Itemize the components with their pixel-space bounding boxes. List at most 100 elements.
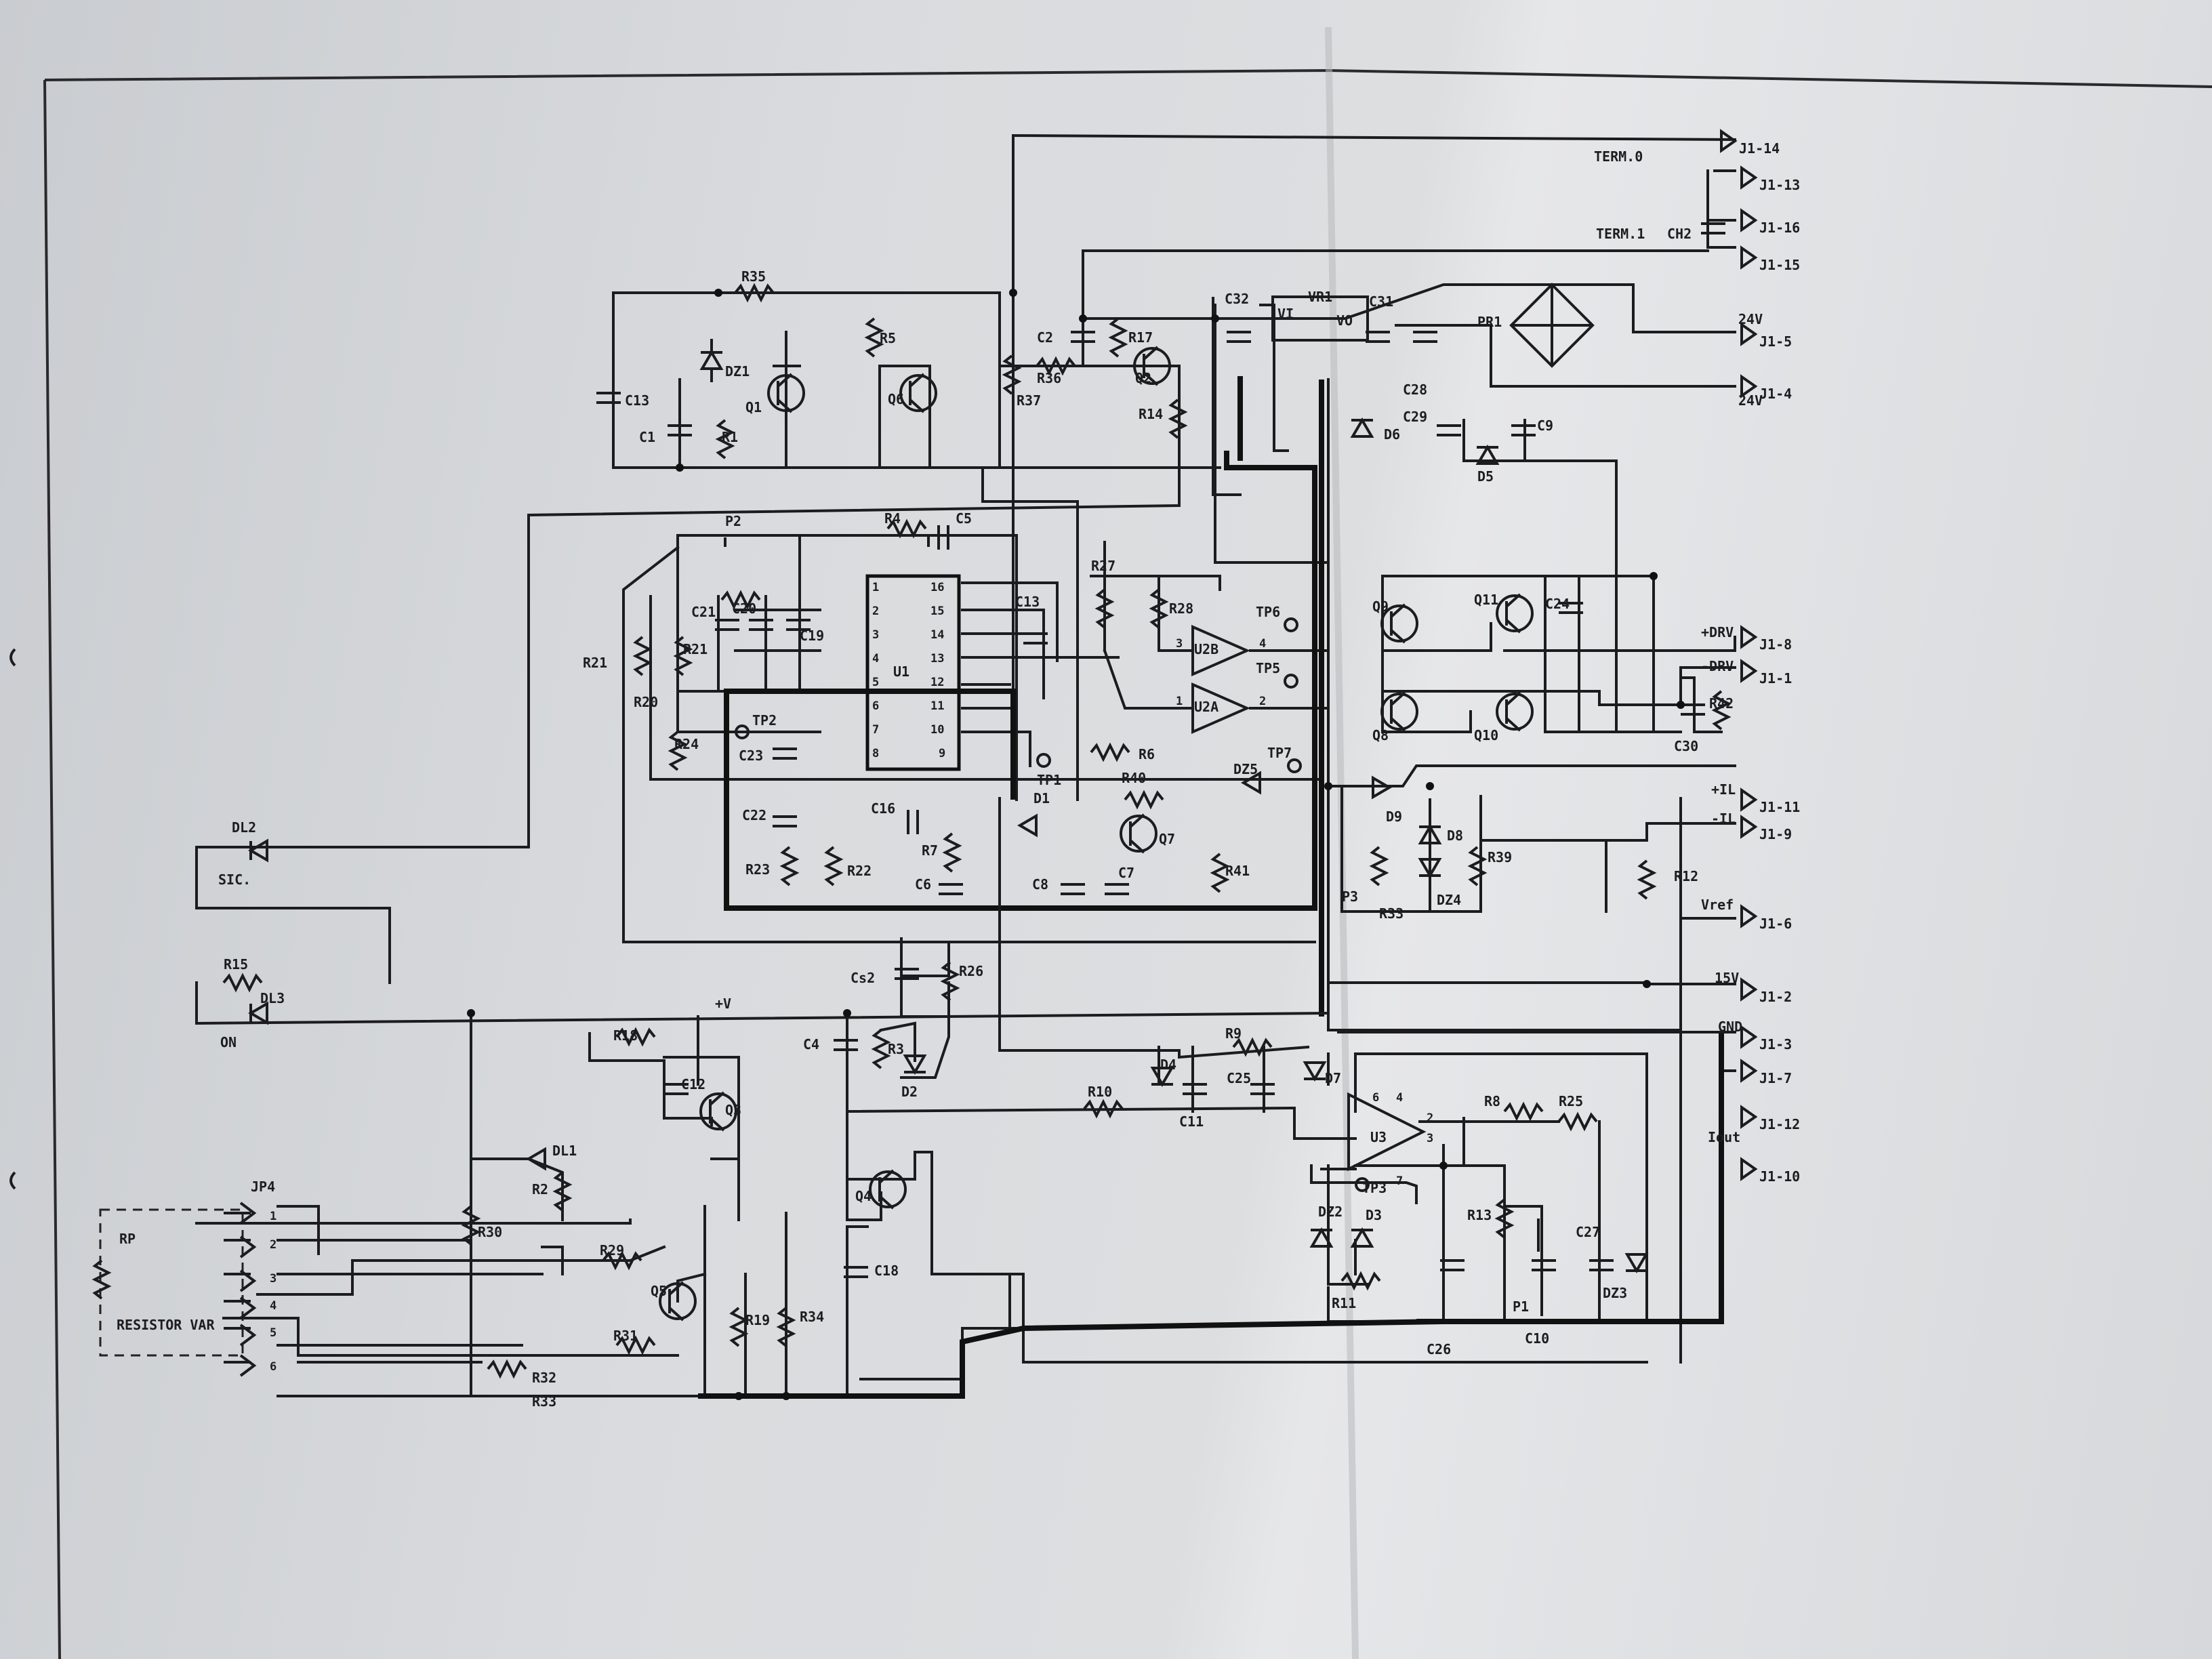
connector-j1-7: J1-7 — [1759, 1070, 1792, 1086]
capacitor-symbols — [596, 222, 1725, 1278]
label-d4: D4 — [1160, 1057, 1176, 1073]
label-r3: R3 — [888, 1041, 904, 1057]
label-r33-right: R33 — [1379, 905, 1404, 922]
label-u2a: U2A — [1194, 699, 1218, 715]
label-q10: Q10 — [1474, 727, 1498, 743]
label-p2: P2 — [725, 513, 741, 529]
component-labels: R35 DZ1 C13 C1 R1 Q1 R5 Q6 C2 R17 R36 Q2… — [117, 268, 1734, 1410]
label-r12: R12 — [1674, 868, 1698, 884]
integrated-circuits — [865, 283, 1595, 1172]
label-jp4: JP4 — [251, 1179, 275, 1195]
label-24v-top: 24V — [1738, 311, 1763, 327]
label-d2: D2 — [901, 1084, 918, 1100]
label-c4: C4 — [803, 1036, 819, 1052]
j1-connector-labels: TERM.0 TERM.1 CH2 24V 24V J1-14 J1-13 J1… — [1594, 140, 1800, 1185]
label-dz2: DZ2 — [1318, 1204, 1343, 1220]
label-ch2: CH2 — [1667, 226, 1692, 242]
label-q6: Q6 — [888, 391, 904, 407]
label-dl2: DL2 — [232, 819, 256, 836]
label-r14: R14 — [1139, 406, 1163, 422]
label-q8: Q8 — [1372, 727, 1389, 743]
label-r39: R39 — [1488, 849, 1512, 865]
label-u2b: U2B — [1194, 641, 1218, 657]
label-r34: R34 — [800, 1309, 824, 1325]
label-c27: C27 — [1576, 1224, 1600, 1240]
signal-plus-il: +IL — [1711, 781, 1736, 798]
label-r9: R9 — [1225, 1025, 1242, 1042]
label-r2: R2 — [532, 1181, 548, 1197]
label-r4: R4 — [884, 510, 901, 527]
label-q9: Q9 — [1372, 598, 1389, 615]
u1-pin-numbers: 1 2 3 4 5 6 7 8 16 15 14 13 12 11 10 9 — [872, 581, 945, 760]
label-p1: P1 — [1513, 1298, 1529, 1315]
label-r37: R37 — [1017, 392, 1041, 409]
label-c6: C6 — [915, 876, 931, 893]
label-r21-outer: R21 — [583, 655, 607, 671]
connector-j1-9: J1-9 — [1759, 826, 1792, 842]
right-section-wiring — [1327, 575, 1736, 1364]
label-r36: R36 — [1037, 370, 1061, 386]
connector-j1-1: J1-1 — [1759, 670, 1792, 687]
svg-text:14: 14 — [930, 628, 944, 642]
svg-text:3: 3 — [270, 1272, 276, 1286]
svg-text:10: 10 — [930, 723, 944, 737]
diode-symbols — [248, 339, 1649, 1273]
svg-text:4: 4 — [1396, 1091, 1403, 1105]
label-d7: D7 — [1325, 1070, 1341, 1086]
pr1-bridge-arms — [1511, 285, 1593, 366]
u3-opamp — [1347, 1092, 1427, 1172]
svg-text:1: 1 — [270, 1210, 276, 1223]
label-q3: Q3 — [725, 1102, 741, 1118]
label-c24: C24 — [1545, 596, 1570, 612]
vr1-regulator — [1271, 295, 1369, 342]
label-pr1: PR1 — [1477, 314, 1502, 330]
u2a-buffer — [1191, 682, 1250, 735]
signal-minus-il: -IL — [1711, 811, 1736, 827]
label-r29: R29 — [600, 1242, 624, 1258]
label-r23: R23 — [745, 861, 770, 878]
label-r5: R5 — [880, 330, 896, 346]
label-r40: R40 — [1122, 770, 1146, 786]
connector-j1-15: J1-15 — [1759, 257, 1800, 273]
connector-j1-4: J1-4 — [1759, 386, 1792, 402]
label-c21: C21 — [691, 604, 716, 620]
test-points — [735, 617, 1370, 1192]
gate-pin-numbers: 3 4 1 2 4 2 3 6 7 — [1176, 637, 1433, 1188]
label-c32: C32 — [1225, 291, 1249, 307]
connector-j1-8: J1-8 — [1759, 636, 1792, 653]
label-dz4: DZ4 — [1437, 892, 1461, 908]
label-dl3: DL3 — [260, 990, 285, 1006]
label-c16: C16 — [871, 800, 895, 817]
label-c22: C22 — [742, 807, 766, 823]
label-r10: R10 — [1088, 1084, 1112, 1100]
label-d3: D3 — [1366, 1207, 1382, 1223]
frame-left-border — [43, 79, 61, 1659]
connector-j1-12: J1-12 — [1759, 1116, 1800, 1132]
svg-text:16: 16 — [930, 581, 944, 594]
svg-text:3: 3 — [872, 628, 879, 642]
label-q1: Q1 — [745, 399, 762, 415]
frame-top-border — [44, 68, 2212, 88]
u2b-buffer — [1191, 624, 1250, 677]
label-c13-mid: C13 — [1015, 594, 1040, 610]
label-tp6: TP6 — [1256, 604, 1280, 620]
svg-text:2: 2 — [872, 605, 879, 618]
label-r11: R11 — [1332, 1295, 1356, 1311]
top-section-wiring — [195, 134, 1737, 1031]
label-r32: R32 — [532, 1370, 556, 1386]
label-r7: R7 — [922, 842, 938, 859]
jp4-pin-numbers: 1 2 3 4 5 6 — [270, 1210, 276, 1374]
svg-text:1: 1 — [1176, 695, 1183, 708]
label-c10: C10 — [1525, 1330, 1549, 1347]
label-cs2: Cs2 — [851, 970, 875, 986]
label-dl1: DL1 — [552, 1143, 577, 1159]
connector-j1-13: J1-13 — [1759, 177, 1800, 193]
label-r42: R42 — [1709, 695, 1734, 712]
signal-minus-drv: -DRV — [1701, 658, 1734, 674]
label-r31: R31 — [613, 1328, 638, 1344]
svg-text:3: 3 — [1176, 637, 1183, 651]
connector-j1-5: J1-5 — [1759, 333, 1792, 350]
label-r35: R35 — [741, 268, 766, 285]
label-r22: R22 — [847, 863, 872, 879]
